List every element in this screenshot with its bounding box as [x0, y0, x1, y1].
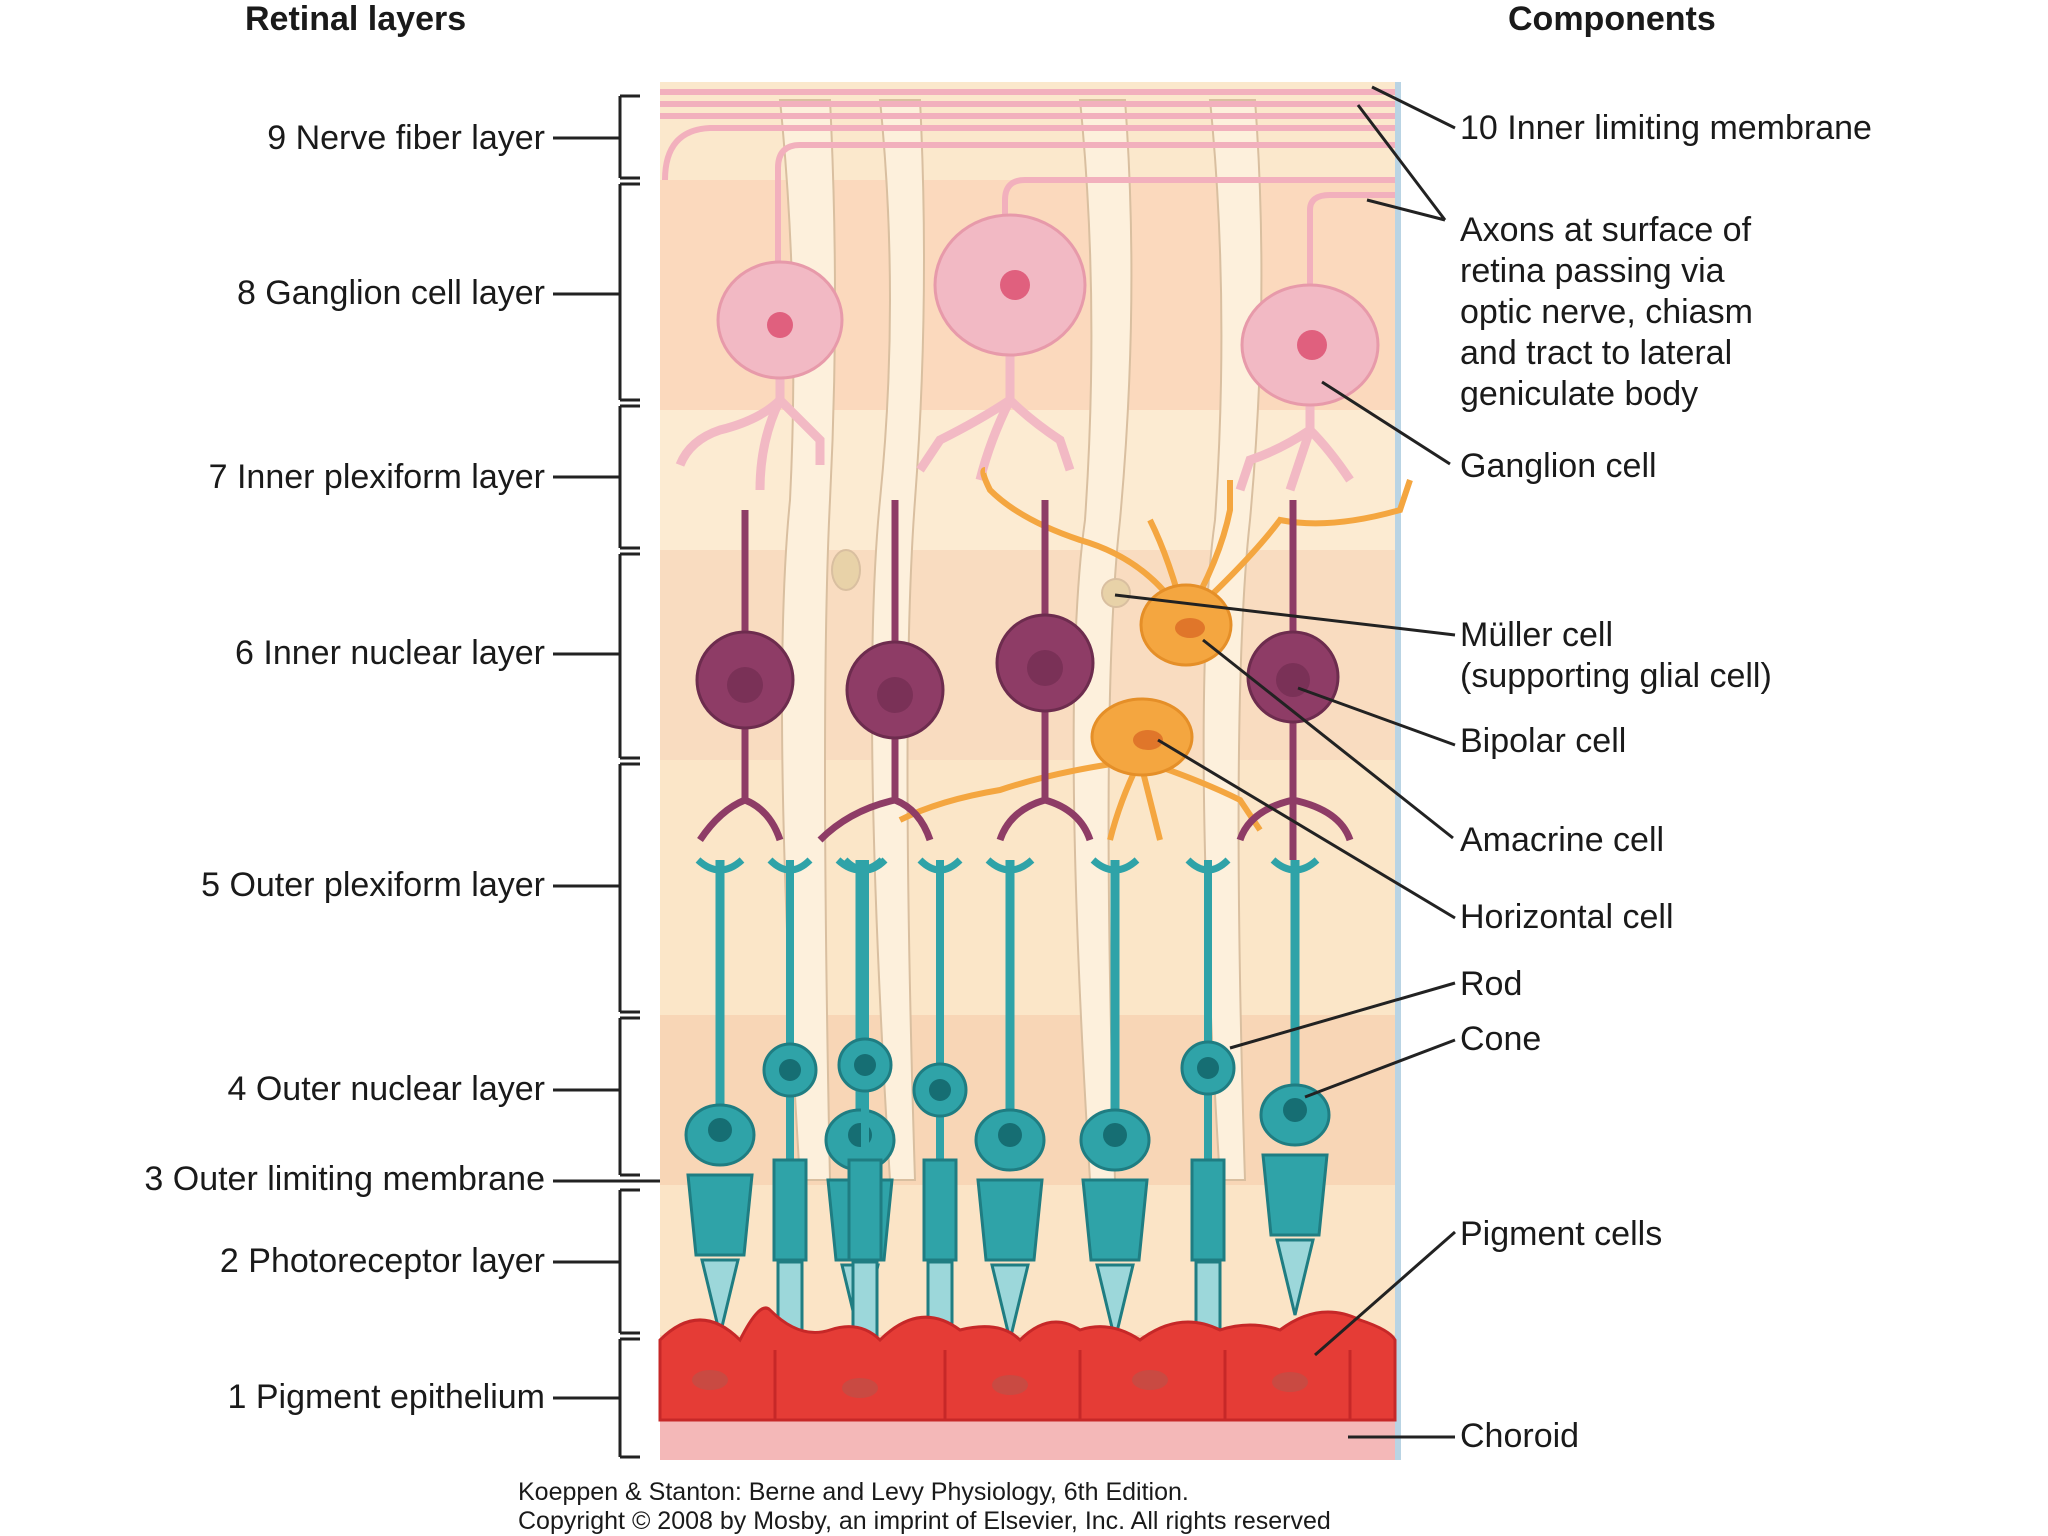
- credit-line-2: Copyright © 2008 by Mosby, an imprint of…: [518, 1507, 1331, 1535]
- axons-line-2: retina passing via: [1460, 252, 1725, 290]
- layer-7-label: 7 Inner plexiform layer: [208, 458, 545, 496]
- cone-pedicle: [1270, 857, 1320, 874]
- cone-outer-segment: [700, 1258, 740, 1336]
- cone-pedicle: [985, 857, 1035, 874]
- bipolar-cells: [695, 500, 1354, 860]
- pigment-cells-label: Pigment cells: [1460, 1215, 1663, 1253]
- axons-line-1: Axons at surface of: [1460, 211, 1752, 249]
- rod-label: Rod: [1460, 965, 1523, 1003]
- layer-6-label: 6 Inner nuclear layer: [235, 634, 545, 672]
- muller-line-2: (supporting glial cell): [1460, 657, 1772, 695]
- layer-9-label: 9 Nerve fiber layer: [267, 119, 545, 157]
- rod-inner-segment: [922, 1158, 958, 1262]
- muller-line-1: Müller cell: [1460, 616, 1614, 654]
- layer-5-label: 5 Outer plexiform layer: [201, 866, 545, 904]
- rod-inner-segment: [847, 1158, 883, 1262]
- cone-nucleolus: [1103, 1123, 1127, 1147]
- ganglion-cells: [675, 213, 1380, 492]
- nerve-fibers: [660, 89, 1395, 300]
- bipolar-cell-label: Bipolar cell: [1460, 722, 1627, 760]
- horizontal-cell-label: Horizontal cell: [1460, 898, 1674, 936]
- pigment-cells: [658, 1306, 1397, 1422]
- credit-line-1: Koeppen & Stanton: Berne and Levy Physio…: [518, 1478, 1189, 1506]
- cone-label: Cone: [1460, 1020, 1542, 1058]
- cone-nucleolus: [998, 1123, 1022, 1147]
- rod-nucleolus: [779, 1059, 801, 1081]
- axons-label: Axons at surface of retina passing via o…: [1460, 210, 1753, 415]
- layer-4-label: 4 Outer nuclear layer: [227, 1070, 546, 1108]
- component-leader-lines: [1114, 85, 1456, 1439]
- layer-brackets: [553, 94, 660, 1459]
- rod-inner-segment: [1190, 1158, 1226, 1262]
- layer-8-label: 8 Ganglion cell layer: [236, 274, 545, 312]
- cone-pedicle: [1090, 857, 1140, 874]
- layer-2-label: 2 Photoreceptor layer: [219, 1242, 545, 1280]
- rod-spherule: [842, 857, 888, 874]
- axons-line-4: and tract to lateral: [1460, 334, 1733, 372]
- layer-3-label: 3 Outer limiting membrane: [144, 1160, 545, 1198]
- cone-pedicle: [695, 857, 745, 874]
- rod-spherule: [1185, 857, 1231, 874]
- axons-line-3: optic nerve, chiasm: [1460, 293, 1753, 331]
- cone-inner-segment: [686, 1173, 754, 1257]
- choroid-label: Choroid: [1460, 1417, 1580, 1455]
- cone-nucleolus: [1283, 1098, 1307, 1122]
- ganglion-cell-label: Ganglion cell: [1460, 447, 1657, 485]
- rod-spherule: [917, 857, 963, 874]
- layer-1-label: 1 Pigment epithelium: [227, 1378, 545, 1416]
- rod-nucleolus: [929, 1079, 951, 1101]
- cone-outer-segment: [1095, 1263, 1135, 1341]
- cone-inner-segment: [1261, 1153, 1329, 1237]
- muller-cell-label: Müller cell (supporting glial cell): [1460, 615, 1772, 697]
- photoreceptors: [684, 857, 1331, 1354]
- rod-nucleolus: [854, 1054, 876, 1076]
- cone-inner-segment: [976, 1178, 1044, 1262]
- retinal-layers-header: Retinal layers: [245, 0, 467, 38]
- cone-inner-segment: [1081, 1178, 1149, 1262]
- cone-outer-segment: [990, 1263, 1030, 1341]
- rod-inner-segment: [772, 1158, 808, 1262]
- inner-limiting-membrane-label: 10 Inner limiting membrane: [1460, 109, 1872, 147]
- rod-nucleolus: [1197, 1057, 1219, 1079]
- cone-nucleolus: [708, 1118, 732, 1142]
- axons-line-5: geniculate body: [1460, 375, 1699, 413]
- amacrine-cell-label: Amacrine cell: [1460, 821, 1665, 859]
- components-header: Components: [1508, 0, 1716, 38]
- cone-outer-segment: [1275, 1238, 1315, 1316]
- rod-spherule: [767, 857, 813, 874]
